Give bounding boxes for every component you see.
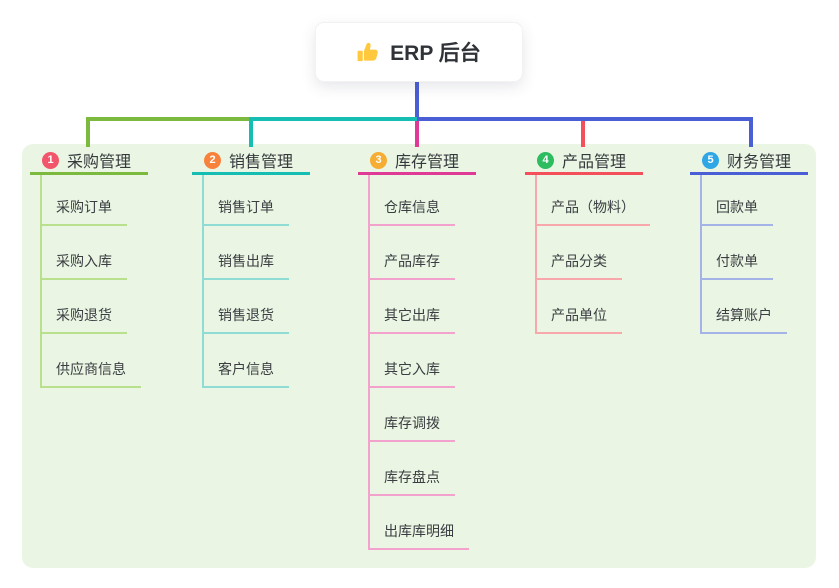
branch-header[interactable]: 3 库存管理 [358,148,476,175]
tree-item[interactable]: 仓库信息 [370,175,469,226]
branch-number-badge: 3 [370,151,387,169]
branch-number-badge: 4 [537,151,554,169]
tree-item-label: 回款单 [702,197,773,226]
bus-segment-1 [86,117,253,121]
tree-item-label: 其它入库 [370,359,455,388]
bus-segment-3 [417,117,753,121]
tree-item[interactable]: 采购退货 [42,280,141,334]
thumbs-up-icon [357,42,378,61]
root-title: ERP 后台 [390,42,481,65]
tree-item[interactable]: 其它出库 [370,280,469,334]
tree-item-label: 产品（物料） [537,197,650,226]
branch-label: 财务管理 [727,154,792,171]
branch-column-2: 2 销售管理 销售订单销售出库销售退货客户信息 [192,148,352,388]
tree-item[interactable]: 产品单位 [537,280,650,334]
tree-item-label: 供应商信息 [42,359,141,388]
tree-item[interactable]: 销售订单 [204,175,289,226]
branch-items: 仓库信息产品库存其它出库其它入库库存调拨库存盘点出库库明细 [368,175,469,550]
tree-item[interactable]: 付款单 [702,226,787,280]
tree-item-label: 付款单 [702,251,773,280]
tree-item-label: 出库库明细 [370,521,469,550]
branch-number-badge: 1 [42,151,59,169]
tree-item[interactable]: 回款单 [702,175,787,226]
branch-column-5: 5 财务管理 回款单付款单结算账户 [690,148,839,334]
mindmap-panel: 1 采购管理 采购订单采购入库采购退货供应商信息 2 销售管理 销售订单销售出库… [22,144,816,568]
tree-item-label: 客户信息 [204,359,289,388]
branch-header[interactable]: 4 产品管理 [525,148,643,175]
tree-item[interactable]: 库存调拨 [370,388,469,442]
tree-item[interactable]: 销售出库 [204,226,289,280]
tree-item[interactable]: 产品（物料） [537,175,650,226]
tree-item-label: 采购订单 [42,197,127,226]
branch-column-4: 4 产品管理 产品（物料） 产品分类产品单位 [525,148,685,334]
branch-column-1: 1 采购管理 采购订单采购入库采购退货供应商信息 [30,148,190,388]
tree-item[interactable]: 其它入库 [370,334,469,388]
branch-header[interactable]: 2 销售管理 [192,148,310,175]
tree-item[interactable]: 客户信息 [204,334,289,388]
tree-item-label: 库存盘点 [370,467,455,496]
tree-item[interactable]: 产品库存 [370,226,469,280]
drop-line-3 [415,121,419,147]
branch-header[interactable]: 1 采购管理 [30,148,148,175]
tree-item[interactable]: 采购订单 [42,175,141,226]
branch-label: 库存管理 [395,154,460,171]
branch-number-badge: 5 [702,151,719,169]
bus-segment-2 [251,117,419,121]
branch-label: 采购管理 [67,154,132,171]
branch-items: 回款单付款单结算账户 [700,175,787,334]
root-node[interactable]: ERP 后台 [315,22,523,82]
tree-item-label: 产品分类 [537,251,622,280]
drop-line-1 [86,117,90,147]
tree-item-label: 采购入库 [42,251,127,280]
drop-line-4 [581,121,585,147]
tree-item-label: 销售退货 [204,305,289,334]
branch-items: 采购订单采购入库采购退货供应商信息 [40,175,141,388]
tree-item[interactable]: 出库库明细 [370,496,469,550]
tree-item-label: 采购退货 [42,305,127,334]
tree-item-label: 其它出库 [370,305,455,334]
branch-number-badge: 2 [204,151,221,169]
tree-item-label: 销售订单 [204,197,289,226]
drop-line-2 [249,117,253,147]
drop-line-5 [749,117,753,147]
branch-label: 销售管理 [229,154,294,171]
tree-item[interactable]: 库存盘点 [370,442,469,496]
tree-item-label: 产品单位 [537,305,622,334]
tree-item-label: 仓库信息 [370,197,455,226]
branch-header[interactable]: 5 财务管理 [690,148,808,175]
tree-item-label: 结算账户 [702,305,787,334]
tree-item[interactable]: 产品分类 [537,226,650,280]
tree-item[interactable]: 采购入库 [42,226,141,280]
branch-label: 产品管理 [562,154,627,171]
branch-items: 产品（物料） 产品分类产品单位 [535,175,650,334]
branch-column-3: 3 库存管理 仓库信息产品库存其它出库其它入库库存调拨库存盘点出库库明细 [358,148,518,550]
tree-item-label: 库存调拨 [370,413,455,442]
stem-line [415,82,419,121]
tree-item-label: 销售出库 [204,251,289,280]
branch-items: 销售订单销售出库销售退货客户信息 [202,175,289,388]
tree-item-label: 产品库存 [370,251,455,280]
tree-item[interactable]: 销售退货 [204,280,289,334]
tree-item[interactable]: 供应商信息 [42,334,141,388]
tree-item[interactable]: 结算账户 [702,280,787,334]
